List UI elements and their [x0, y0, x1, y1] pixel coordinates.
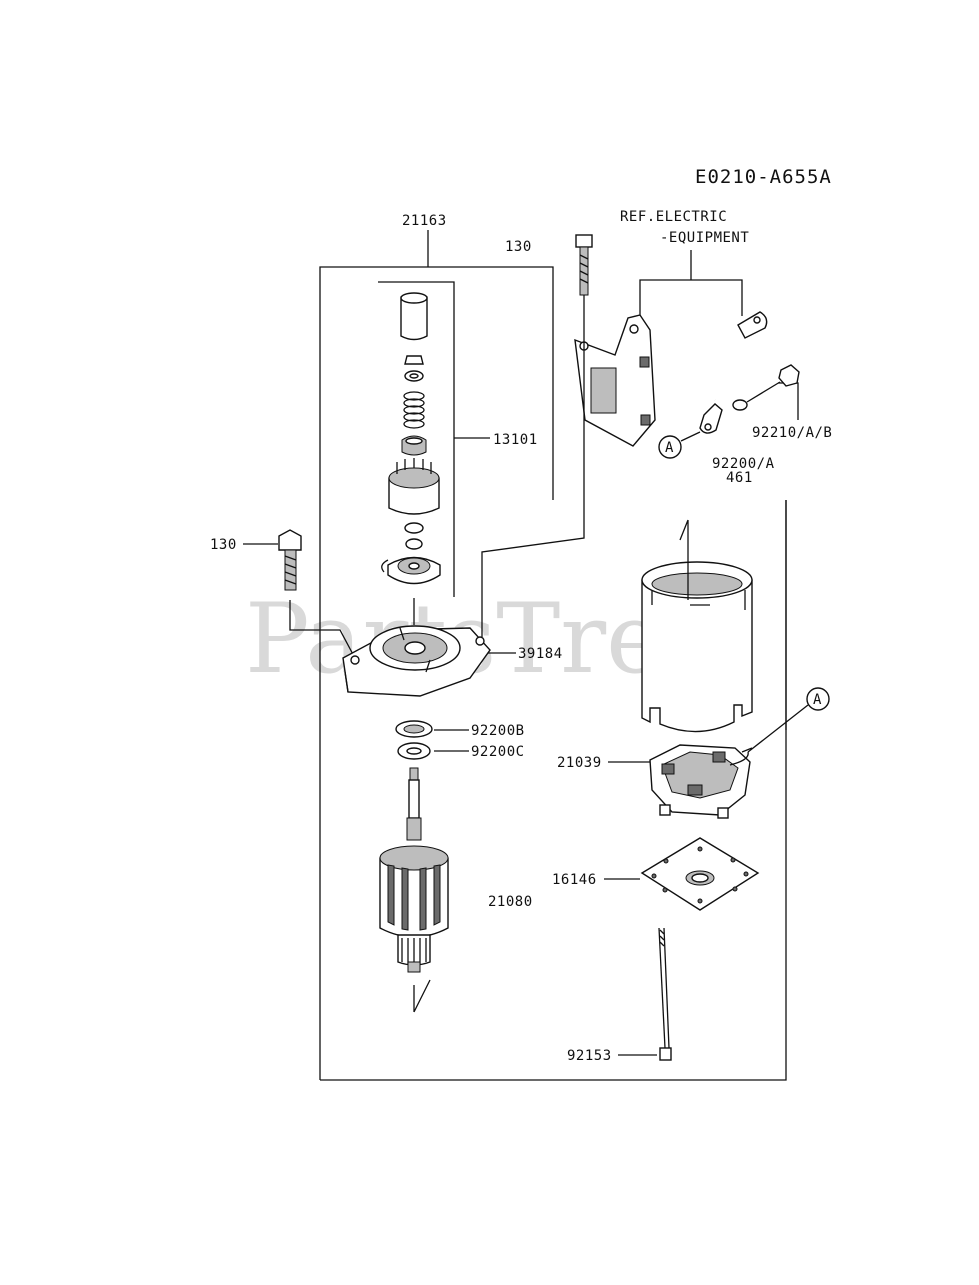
bolt-130-top: [575, 234, 593, 338]
ref-note-line2: -EQUIPMENT: [660, 230, 749, 246]
pinion-assembly: [381, 292, 441, 625]
end-plate: [640, 837, 760, 911]
lead-wire-harness: [699, 311, 768, 434]
callout-a-harness: A: [658, 431, 701, 459]
ref-note-line1: REF.ELECTRIC: [620, 209, 727, 225]
label-92210-a-b: 92210/A/B: [752, 425, 832, 441]
solenoid-switch: [574, 314, 656, 447]
label-92153: 92153: [567, 1048, 612, 1064]
washer-icon: [732, 399, 748, 411]
label-130-top: 130: [505, 239, 532, 255]
label-130-left: 130: [210, 537, 237, 553]
label-21039: 21039: [557, 755, 602, 771]
label-92200-a: 92200/A: [712, 456, 775, 472]
bolt-130-left: [278, 529, 357, 661]
label-461: 461: [726, 470, 753, 486]
through-bolt: [658, 927, 672, 1061]
armature: [379, 767, 449, 1013]
label-13101: 13101: [493, 432, 538, 448]
label-92200b: 92200B: [471, 723, 525, 739]
label-92200c: 92200C: [471, 744, 525, 760]
label-16146: 16146: [552, 872, 597, 888]
label-21080: 21080: [488, 894, 533, 910]
callout-a-brush: A: [747, 687, 830, 753]
reference-code: E0210-A655A: [695, 166, 832, 188]
label-39184: 39184: [518, 646, 563, 662]
nut-icon: [778, 364, 800, 387]
front-bracket: [342, 625, 491, 697]
svg-text:A: A: [813, 692, 822, 708]
yoke: [641, 519, 753, 733]
label-21163: 21163: [402, 213, 447, 229]
svg-text:A: A: [665, 440, 674, 456]
brush-holder: [649, 744, 753, 819]
